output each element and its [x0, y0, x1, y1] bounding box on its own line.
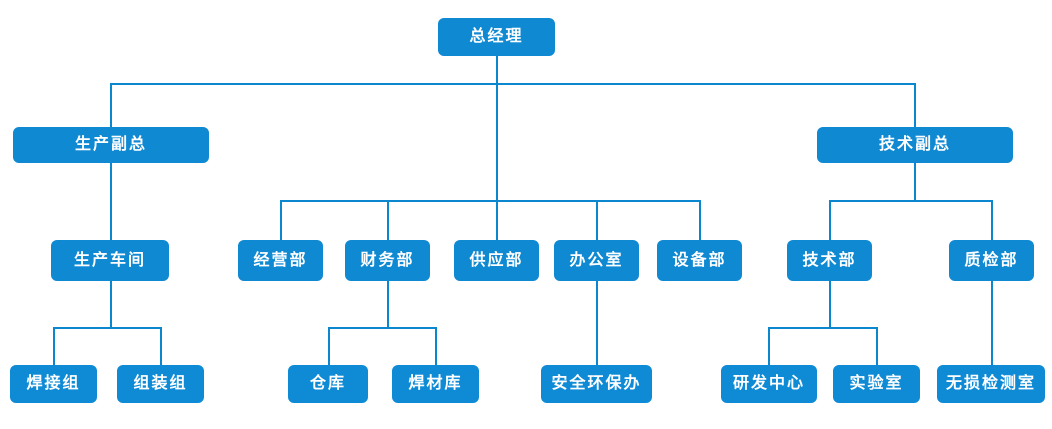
node-production-vp[interactable]: 生产副总 — [13, 127, 209, 163]
node-equipment-dept[interactable]: 设备部 — [657, 240, 742, 281]
node-warehouse[interactable]: 仓库 — [288, 365, 368, 403]
connector-production-vp-stem — [110, 163, 112, 240]
connector-gm-stem — [496, 56, 498, 84]
connector-drop-technical-vp — [914, 83, 916, 127]
connector-technical-dept-bus — [768, 327, 878, 329]
node-welding-group[interactable]: 焊接组 — [10, 365, 97, 403]
connector-drop-office — [596, 200, 598, 240]
node-quality-dept[interactable]: 质检部 — [949, 240, 1034, 281]
connector-drop-management-dept — [280, 200, 282, 240]
connector-level1-bus — [110, 83, 916, 85]
connector-drop-warehouse — [328, 327, 330, 365]
connector-gm-center-stem — [496, 83, 498, 201]
connector-drop-supply-dept — [496, 200, 498, 240]
connector-office-stem — [596, 281, 598, 365]
connector-finance-dept-stem — [387, 281, 389, 327]
connector-drop-finance-dept — [387, 200, 389, 240]
connector-finance-dept-bus — [328, 327, 436, 329]
node-general-manager[interactable]: 总经理 — [438, 18, 555, 56]
node-production-workshop[interactable]: 生产车间 — [51, 240, 169, 281]
connector-drop-production-vp — [110, 83, 112, 127]
connector-drop-welding-group — [53, 327, 55, 365]
node-welding-material-warehouse[interactable]: 焊材库 — [392, 365, 479, 403]
connector-quality-dept-stem — [991, 281, 993, 365]
connector-drop-quality-dept — [991, 200, 993, 240]
node-technical-dept[interactable]: 技术部 — [787, 240, 872, 281]
node-technical-vp[interactable]: 技术副总 — [817, 127, 1013, 163]
connector-drop-welding-material-warehouse — [435, 327, 437, 365]
connector-drop-assembly-group — [160, 327, 162, 365]
node-office[interactable]: 办公室 — [554, 240, 639, 281]
connector-technical-vp-bus — [829, 200, 992, 202]
node-laboratory[interactable]: 实验室 — [833, 365, 920, 403]
node-assembly-group[interactable]: 组装组 — [117, 365, 204, 403]
node-safety-environment-office[interactable]: 安全环保办 — [541, 365, 652, 403]
connector-technical-dept-stem — [829, 281, 831, 327]
connector-production-workshop-bus — [53, 327, 162, 329]
connector-drop-rd-center — [768, 327, 770, 365]
node-ndt-room[interactable]: 无损检测室 — [937, 365, 1045, 403]
connector-production-workshop-stem — [110, 281, 112, 327]
connector-technical-vp-stem — [914, 163, 916, 200]
node-supply-dept[interactable]: 供应部 — [454, 240, 539, 281]
node-rd-center[interactable]: 研发中心 — [721, 365, 817, 403]
node-finance-dept[interactable]: 财务部 — [345, 240, 430, 281]
connector-middle-dept-bus — [280, 200, 701, 202]
connector-drop-laboratory — [876, 327, 878, 365]
node-management-dept[interactable]: 经营部 — [238, 240, 323, 281]
connector-drop-equipment-dept — [699, 200, 701, 240]
connector-drop-technical-dept — [829, 200, 831, 240]
